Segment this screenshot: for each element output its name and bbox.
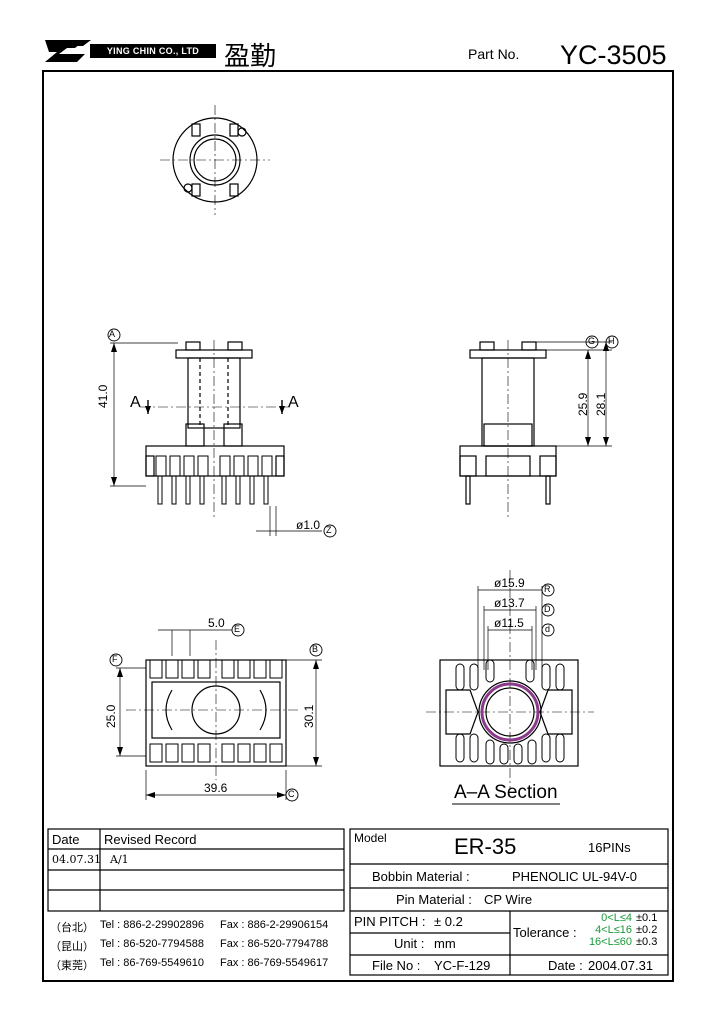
- dim-25-9: 25.9: [576, 392, 590, 416]
- tol-value-0: ±0.1: [636, 912, 658, 924]
- date-value: 2004.07.31: [588, 958, 654, 973]
- unit-label: Unit :: [394, 936, 425, 951]
- rev-row-date: 04.07.31: [52, 853, 101, 866]
- callout-A: A: [109, 329, 116, 339]
- contact-region-2: （東莞）: [50, 960, 94, 972]
- contact-tel-0: Tel : 886-2-29902896: [100, 919, 204, 931]
- section-mark-right: A: [288, 394, 299, 411]
- dim-25: 25.0: [104, 704, 118, 728]
- file-label: File No :: [372, 958, 421, 973]
- contact-tel-2: Tel : 86-769-5549610: [100, 957, 204, 969]
- bobbin-label: Bobbin Material :: [372, 869, 470, 884]
- callout-R: R: [544, 584, 551, 594]
- company-name-en: YING CHIN CO., LTD: [90, 44, 216, 58]
- pin-material-value: CP Wire: [484, 892, 533, 907]
- tol-range-1: 4<L≤16: [595, 924, 632, 936]
- section-title: A–A Section: [454, 782, 558, 803]
- pitch-label: PIN PITCH :: [354, 914, 426, 929]
- bobbin-value: PHENOLIC UL-94V-0: [512, 869, 637, 884]
- callout-F: F: [112, 654, 118, 664]
- tolerance-label: Tolerance :: [513, 925, 577, 940]
- callout-d: d: [545, 624, 551, 634]
- pins-count: 16PINs: [588, 840, 631, 855]
- contact-fax-1: Fax : 86-520-7794788: [220, 938, 329, 950]
- tol-value-1: ±0.2: [636, 924, 658, 936]
- callout-Z: Z: [326, 525, 332, 535]
- company-logo: [45, 40, 91, 62]
- pin-material-label: Pin Material :: [396, 892, 472, 907]
- file-value: YC-F-129: [434, 958, 491, 973]
- dim-41: 41.0: [96, 384, 110, 408]
- drawing-frame: [42, 70, 674, 982]
- dim-39-6: 39.6: [204, 781, 228, 795]
- contact-fax-0: Fax : 886-2-29906154: [220, 919, 329, 931]
- dim-d11-5: ø11.5: [494, 616, 524, 630]
- callout-D: D: [544, 604, 551, 614]
- part-no-label: Part No.: [468, 46, 520, 62]
- dim-pin-dia: ø1.0: [296, 518, 321, 532]
- callout-C: C: [288, 789, 295, 799]
- section-mark-left: A: [130, 394, 141, 411]
- callout-B: B: [312, 644, 319, 654]
- dim-30-1: 30.1: [302, 704, 316, 728]
- callout-H: H: [608, 336, 615, 346]
- rev-record-header: Revised Record: [104, 832, 197, 847]
- dim-d13-7: ø13.7: [494, 596, 525, 610]
- tol-range-2: 16<L≤60: [588, 936, 632, 948]
- tol-value-2: ±0.3: [636, 936, 658, 948]
- tol-range-0: 0<L≤4: [601, 912, 632, 924]
- company-name-cn: 盈勤: [224, 42, 277, 72]
- date-label: Date :: [548, 958, 583, 973]
- dim-d15-9: ø15.9: [494, 576, 525, 590]
- callout-E: E: [234, 624, 241, 634]
- contact-fax-2: Fax : 86-769-5549617: [220, 957, 329, 969]
- model-value: ER-35: [454, 834, 517, 859]
- unit-value: mm: [434, 936, 456, 951]
- contact-region-1: （昆山）: [50, 941, 94, 953]
- dim-5: 5.0: [208, 616, 225, 630]
- dim-28-1: 28.1: [594, 392, 608, 416]
- model-label: Model: [354, 831, 387, 845]
- contact-region-0: （台北）: [50, 922, 94, 934]
- pitch-value: ± 0.2: [434, 914, 463, 929]
- contact-tel-1: Tel : 86-520-7794588: [100, 938, 204, 950]
- callout-G: G: [588, 336, 596, 346]
- rev-row-record: A/1: [110, 853, 129, 866]
- rev-date-header: Date: [52, 832, 80, 847]
- part-no-value: YC-3505: [560, 40, 667, 70]
